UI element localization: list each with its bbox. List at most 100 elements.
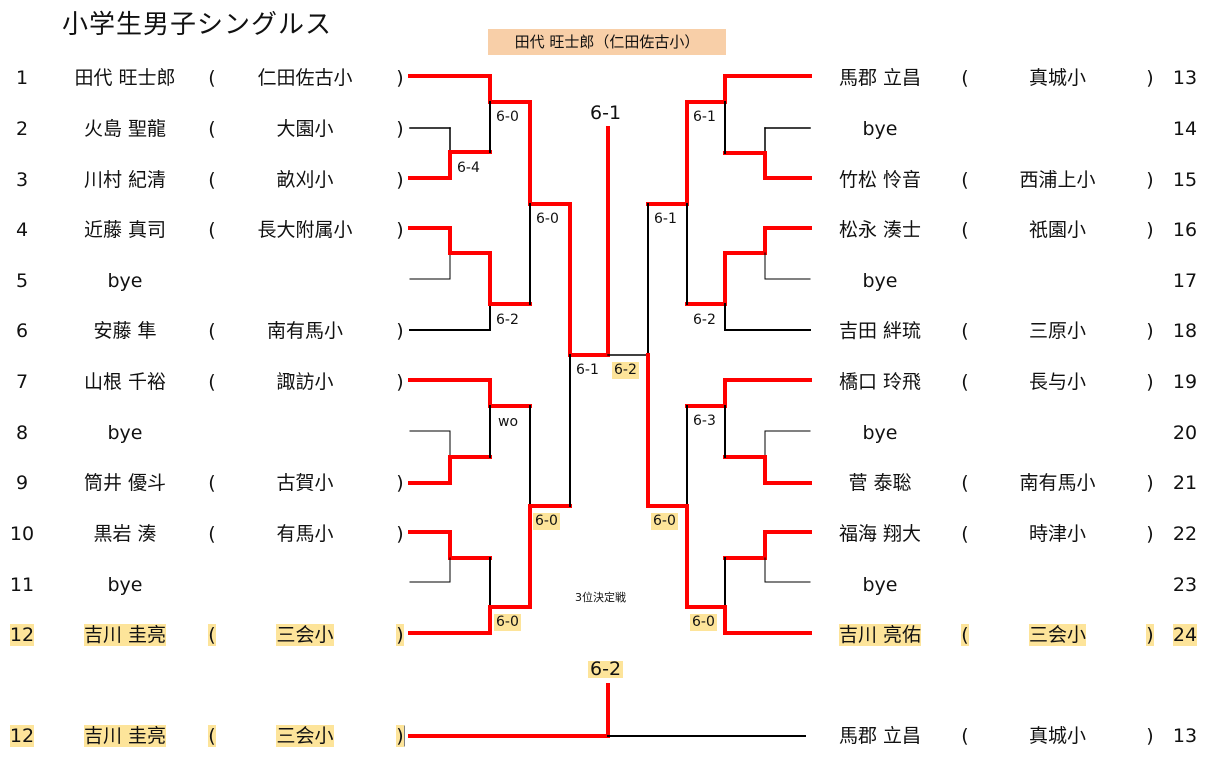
school-name: 諏訪小: [276, 371, 334, 393]
seed-number: 3: [15, 169, 29, 191]
paren-close: ): [1146, 67, 1154, 89]
paren-open: (: [208, 118, 216, 140]
paren-close: ): [1146, 169, 1154, 191]
num-cell: 5: [0, 268, 44, 294]
school-name: 南有馬小: [1019, 472, 1096, 494]
right-entry-row: bye 14: [0, 116, 1212, 142]
player-name: bye: [107, 270, 143, 292]
seed-number: 16: [1172, 219, 1198, 241]
match-score: 6-1: [590, 102, 622, 124]
open-cell: (: [955, 65, 975, 91]
player-name: 近藤 真司: [83, 219, 167, 241]
paren-open: (: [208, 320, 216, 342]
seed-number: 22: [1172, 523, 1198, 545]
paren-close: ): [1146, 371, 1154, 393]
player-name: 馬郡 立昌: [838, 725, 922, 747]
paren-open: (: [208, 67, 216, 89]
num-cell: 14: [1165, 116, 1205, 142]
champion-label: 田代 旺士郎（仁田佐古小）: [488, 29, 726, 55]
right-entry-row: 竹松 怜音(西浦上小)15: [0, 167, 1212, 193]
school-name: 南有馬小: [266, 320, 343, 342]
match-score: 6-0: [690, 614, 717, 631]
school-name: 古賀小: [276, 472, 334, 494]
name-cell: 竹松 怜音: [815, 167, 945, 193]
paren-open: (: [208, 219, 216, 241]
num-cell: 11: [0, 572, 44, 598]
close-cell: ): [390, 318, 410, 344]
paren-open: (: [961, 624, 969, 646]
paren-open: (: [208, 725, 216, 747]
school-cell: 諏訪小: [235, 369, 375, 395]
open-cell: (: [955, 622, 975, 648]
player-name: bye: [862, 118, 898, 140]
right-entry-row: 吉川 亮佑(三会小)24: [0, 622, 1212, 648]
name-cell: 山根 千裕: [50, 369, 200, 395]
match-score: 6-1: [693, 109, 716, 125]
seed-number: 4: [15, 219, 29, 241]
close-cell: ): [390, 116, 410, 142]
open-cell: (: [202, 470, 222, 496]
third-place-label: 3位決定戦: [575, 591, 626, 604]
close-cell: ): [390, 622, 410, 648]
num-cell: 13: [1165, 723, 1205, 749]
paren-open: (: [961, 219, 969, 241]
paren-close: ): [396, 523, 404, 545]
close-cell: ): [1140, 65, 1160, 91]
school-cell: 時津小: [990, 521, 1125, 547]
match-score: 6-0: [494, 614, 521, 631]
player-name: bye: [862, 270, 898, 292]
third-place-score: 6-2: [588, 658, 624, 680]
player-name: bye: [862, 422, 898, 444]
seed-number: 8: [15, 422, 29, 444]
school-cell: 有馬小: [235, 521, 375, 547]
seed-number: 24: [1172, 624, 1198, 646]
player-name: 安藤 隼: [93, 320, 157, 342]
name-cell: bye: [815, 572, 945, 598]
open-cell: (: [955, 470, 975, 496]
seed-number: 21: [1172, 472, 1198, 494]
player-name: 川村 紀清: [83, 169, 167, 191]
school-name: 三会小: [276, 725, 334, 747]
num-cell: 19: [1165, 369, 1205, 395]
match-score: 6-0: [533, 513, 560, 530]
open-cell: (: [955, 369, 975, 395]
left-entry-row: 11 bye: [0, 572, 1212, 598]
close-cell: ): [390, 167, 410, 193]
match-score: 6-1: [576, 362, 599, 378]
num-cell: 9: [0, 470, 44, 496]
paren-close: ): [1146, 725, 1154, 747]
school-name: 畝刈小: [276, 169, 334, 191]
paren-close: ): [396, 219, 404, 241]
name-cell: 安藤 隼: [50, 318, 200, 344]
player-name: 馬郡 立昌: [838, 67, 922, 89]
open-cell: (: [955, 167, 975, 193]
left-entry-row: 5 bye: [0, 268, 1212, 294]
school-cell: 真城小: [990, 723, 1125, 749]
school-cell: 真城小: [990, 65, 1125, 91]
seed-number: 15: [1172, 169, 1198, 191]
paren-open: (: [961, 371, 969, 393]
close-cell: ): [1140, 521, 1160, 547]
player-name: bye: [862, 574, 898, 596]
name-cell: 橋口 玲飛: [815, 369, 945, 395]
school-cell: 三原小: [990, 318, 1125, 344]
name-cell: bye: [815, 268, 945, 294]
seed-number: 11: [9, 574, 35, 596]
player-name: 田代 旺士郎: [74, 67, 176, 89]
paren-close: ): [1146, 472, 1154, 494]
close-cell: ): [1140, 167, 1160, 193]
open-cell: (: [202, 318, 222, 344]
player-name: 吉川 圭亮: [83, 725, 167, 747]
name-cell: 吉川 圭亮: [50, 622, 200, 648]
school-name: 大園小: [276, 118, 334, 140]
school-cell: 長与小: [990, 369, 1125, 395]
open-cell: (: [202, 369, 222, 395]
num-cell: 4: [0, 217, 44, 243]
seed-number: 13: [1172, 725, 1198, 747]
school-name: 真城小: [1028, 67, 1086, 89]
